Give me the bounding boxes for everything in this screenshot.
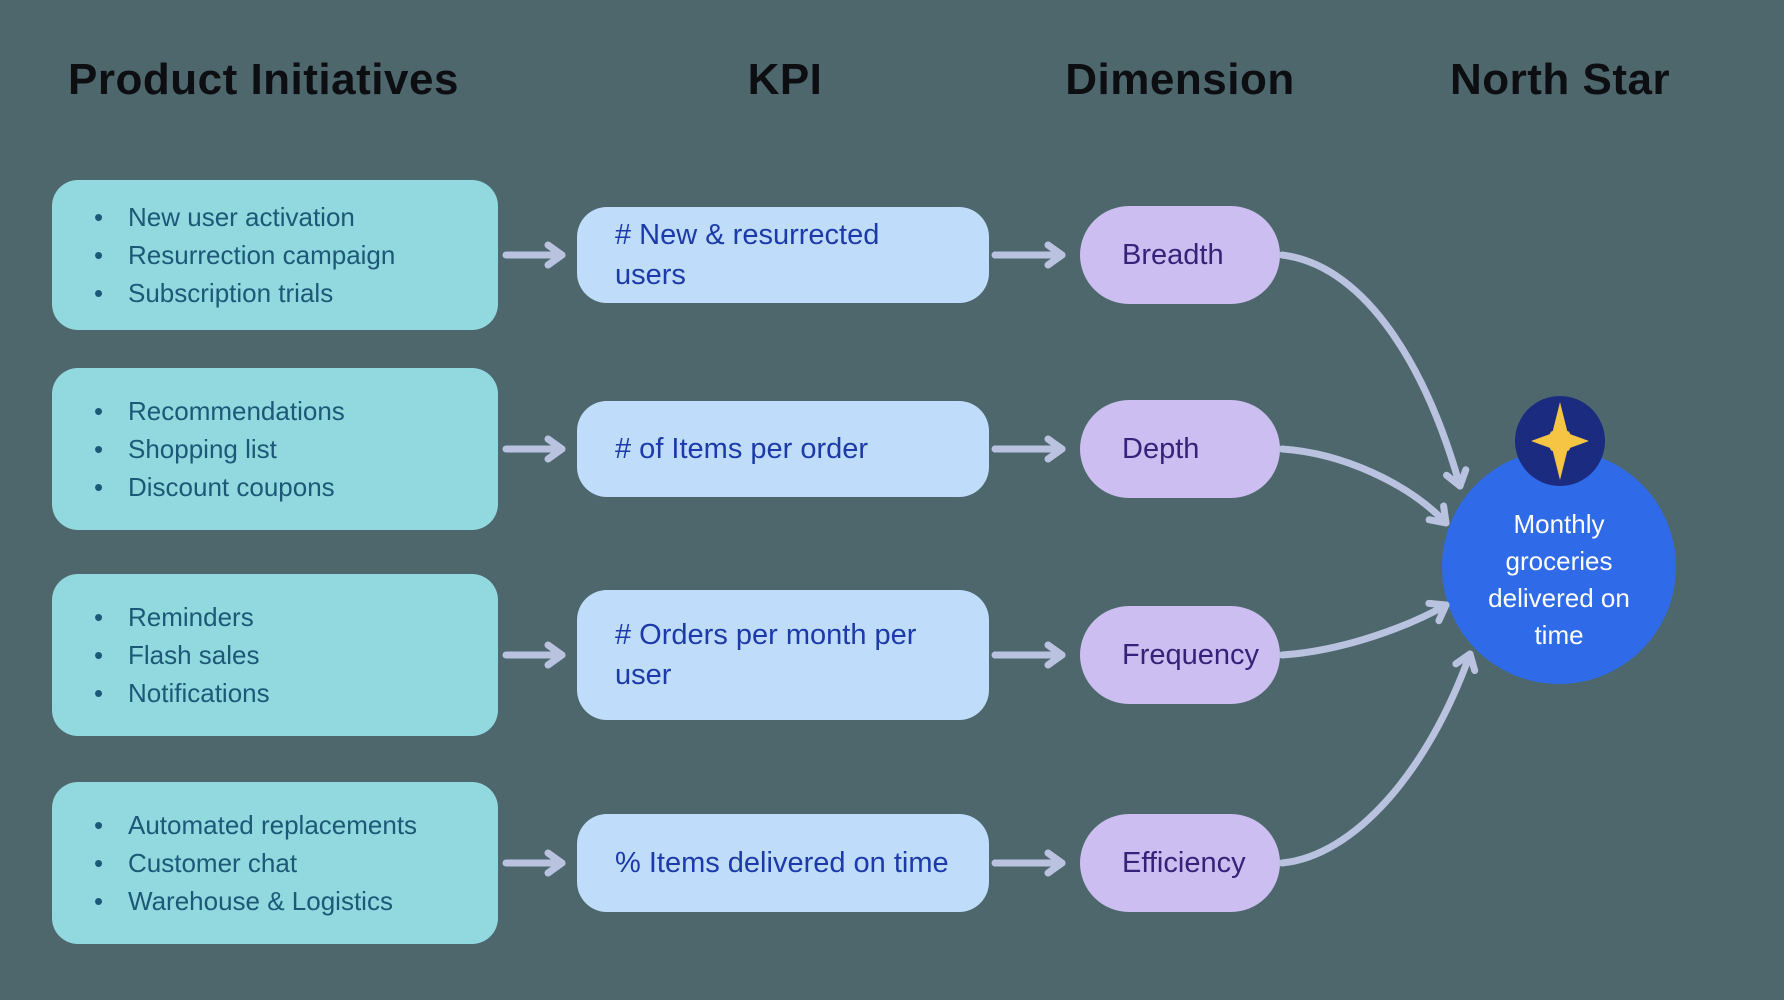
initiative-item: Discount coupons <box>86 468 345 506</box>
initiative-item: Flash sales <box>86 636 270 674</box>
north-star-badge <box>1515 396 1605 486</box>
arrow-depth-northstar <box>1278 445 1450 527</box>
dimension-pill-breadth: Breadth <box>1080 206 1280 304</box>
initiative-item: Reminders <box>86 598 270 636</box>
initiatives-list: Reminders Flash sales Notifications <box>86 598 270 712</box>
initiatives-box-row2: Recommendations Shopping list Discount c… <box>52 368 498 530</box>
initiative-item: New user activation <box>86 198 395 236</box>
initiatives-box-row4: Automated replacements Customer chat War… <box>52 782 498 944</box>
initiative-item: Notifications <box>86 674 270 712</box>
initiatives-box-row1: New user activation Resurrection campaig… <box>52 180 498 330</box>
dimension-pill-frequency: Frequency <box>1080 606 1280 704</box>
initiatives-box-row3: Reminders Flash sales Notifications <box>52 574 498 736</box>
arrow-breadth-northstar <box>1278 251 1470 490</box>
initiatives-list: Automated replacements Customer chat War… <box>86 806 417 920</box>
initiative-item: Warehouse & Logistics <box>86 882 417 920</box>
initiative-item: Customer chat <box>86 844 417 882</box>
initiative-item: Shopping list <box>86 430 345 468</box>
dimension-pill-depth: Depth <box>1080 400 1280 498</box>
arrow-efficiency-northstar <box>1278 650 1479 867</box>
initiatives-list: New user activation Resurrection campaig… <box>86 198 395 312</box>
initiatives-list: Recommendations Shopping list Discount c… <box>86 392 345 506</box>
initiative-item: Automated replacements <box>86 806 417 844</box>
arrow-frequency-northstar <box>1278 599 1450 659</box>
column-header-north-star: North Star <box>1449 55 1671 104</box>
kpi-box-row4: % Items delivered on time <box>577 814 989 912</box>
kpi-box-row3: # Orders per month per user <box>577 590 989 720</box>
column-header-product-initiatives: Product Initiatives <box>68 55 459 104</box>
dimension-pill-efficiency: Efficiency <box>1080 814 1280 912</box>
kpi-box-row2: # of Items per order <box>577 401 989 497</box>
initiative-item: Resurrection campaign <box>86 236 395 274</box>
initiative-item: Recommendations <box>86 392 345 430</box>
north-star-icon <box>1531 402 1589 480</box>
kpi-box-row1: # New & resurrected users <box>577 207 989 303</box>
column-header-kpi: KPI <box>747 55 823 104</box>
column-header-dimension: Dimension <box>1065 55 1295 104</box>
initiative-item: Subscription trials <box>86 274 395 312</box>
north-star-label: Monthly groceries delivered on time <box>1488 509 1630 650</box>
north-star-circle: Monthly groceries delivered on time <box>1442 450 1676 684</box>
